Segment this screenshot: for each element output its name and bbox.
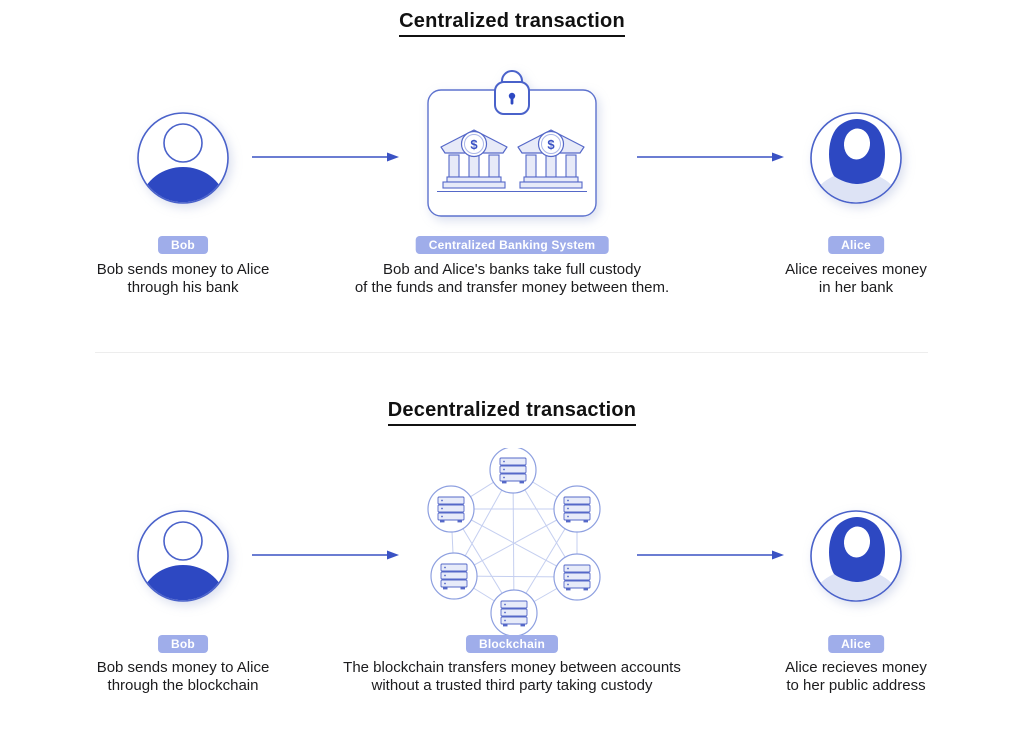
alice-badge: Alice xyxy=(828,635,884,653)
caption: Alice recieves money to her public addre… xyxy=(785,659,927,694)
lock-icon xyxy=(494,70,530,115)
blockchain-network-icon xyxy=(427,448,601,637)
arrow-right-icon xyxy=(637,152,784,162)
caption: Bob and Alice's banks take full custody … xyxy=(354,261,670,296)
server-node-icon xyxy=(427,448,601,637)
blockchain-badge: Blockchain xyxy=(465,635,559,653)
caption: Bob sends money to Alice through his ban… xyxy=(96,261,270,296)
bob-badge: Bob xyxy=(158,236,208,254)
bank-icon: $ xyxy=(440,129,508,189)
bob-avatar-icon xyxy=(137,112,229,204)
decentralized-title: Decentralized transaction xyxy=(0,399,1024,426)
alice-badge: Alice xyxy=(828,236,884,254)
bank-icon: $ xyxy=(517,129,585,189)
banking-system-badge: Centralized Banking System xyxy=(415,236,609,254)
dollar-sign: $ xyxy=(470,137,478,152)
banking-system-icon: $ $ xyxy=(427,70,597,217)
dollar-sign: $ xyxy=(547,137,555,152)
caption: The blockchain transfers money between a… xyxy=(343,659,681,694)
bob-badge: Bob xyxy=(158,635,208,653)
caption: Bob sends money to Alice through the blo… xyxy=(96,659,270,694)
centralized-title: Centralized transaction xyxy=(0,10,1024,37)
section-divider xyxy=(95,352,928,353)
alice-avatar-icon xyxy=(810,510,902,602)
arrow-right-icon xyxy=(252,550,399,560)
arrow-right-icon xyxy=(637,550,784,560)
bob-avatar-icon xyxy=(137,510,229,602)
arrow-right-icon xyxy=(252,152,399,162)
caption: Alice receives money in her bank xyxy=(785,261,927,296)
alice-avatar-icon xyxy=(810,112,902,204)
